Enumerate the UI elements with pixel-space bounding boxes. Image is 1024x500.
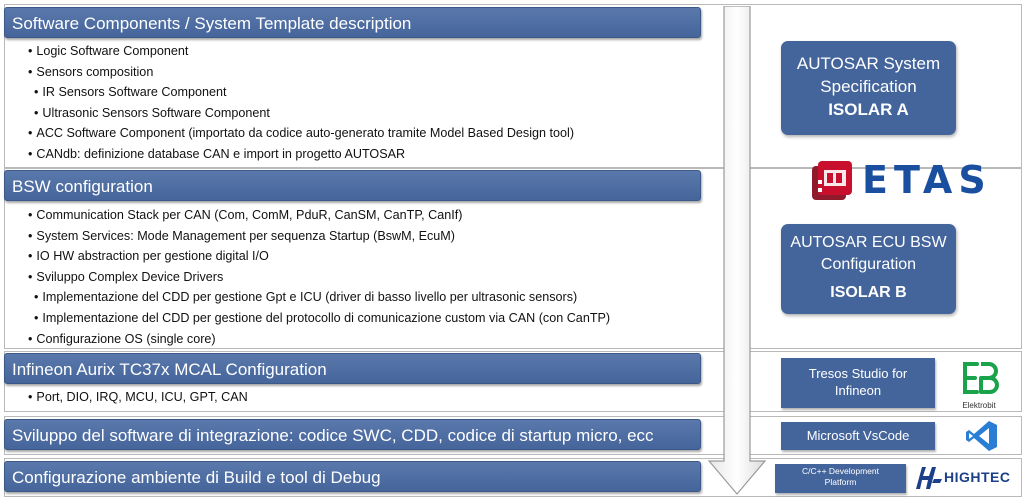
section-integration-title: Sviluppo del software di integrazione: c…	[4, 419, 701, 450]
list-item: CANdb: definizione database CAN e import…	[28, 144, 574, 165]
section-bsw-title: BSW configuration	[4, 170, 701, 201]
isolar-b-name: ISOLAR B	[830, 284, 907, 301]
hightec-line1: C/C++ Development	[801, 466, 879, 476]
hightec-box: C/C++ Development Platform	[775, 464, 906, 493]
tresos-line1: Tresos Studio for	[808, 366, 908, 381]
list-item: Sensors composition	[28, 62, 574, 83]
elektrobit-logo: Elektrobit	[940, 360, 1018, 410]
list-item: IR Sensors Software Component	[28, 82, 574, 103]
list-item: ACC Software Component (importato da cod…	[28, 123, 574, 144]
isolar-a-line1: AUTOSAR System	[796, 54, 941, 73]
section-mcal-title: Infineon Aurix TC37x MCAL Configuration	[4, 353, 701, 384]
list-item: Sviluppo Complex Device Drivers	[28, 267, 610, 288]
isolar-b-line1: AUTOSAR ECU BSW	[790, 234, 947, 251]
hightec-emblem-icon	[916, 467, 942, 489]
section-swc-title: Software Components / System Template de…	[4, 7, 701, 38]
vscode-label: Microsoft VsCode	[806, 428, 910, 443]
etas-wordmark: ETAS	[862, 158, 992, 202]
list-item: Ultrasonic Sensors Software Component	[28, 103, 574, 124]
hightec-logo: HIGHTEC	[914, 464, 1018, 492]
tresos-line2: Infineon	[834, 383, 882, 398]
isolar-b-line2: Configuration	[820, 256, 917, 273]
flow-arrow	[707, 6, 767, 495]
list-item: System Services: Mode Management per seq…	[28, 226, 610, 247]
list-item: Implementazione del CDD per gestione Gpt…	[28, 287, 610, 308]
list-item: Logic Software Component	[28, 41, 574, 62]
list-item: Implementazione del CDD per gestione del…	[28, 308, 610, 329]
list-item: IO HW abstraction per gestione digital I…	[28, 246, 610, 267]
isolar-a-box: AUTOSAR System Specification ISOLAR A	[781, 41, 956, 135]
list-item: Configurazione OS (single core)	[28, 329, 610, 350]
isolar-b-box: AUTOSAR ECU BSW Configuration ISOLAR B	[781, 224, 956, 314]
section-bsw-list: Communication Stack per CAN (Com, ComM, …	[28, 205, 610, 349]
tresos-box: Tresos Studio for Infineon	[781, 358, 935, 408]
vscode-box: Microsoft VsCode	[781, 422, 935, 450]
list-item: Port, DIO, IRQ, MCU, ICU, GPT, CAN	[28, 387, 247, 408]
list-item: Communication Stack per CAN (Com, ComM, …	[28, 205, 610, 226]
elektrobit-eb-icon	[963, 362, 999, 394]
hightec-wordmark: HIGHTEC	[944, 469, 1011, 485]
section-mcal-list: Port, DIO, IRQ, MCU, ICU, GPT, CAN	[28, 387, 247, 408]
etas-emblem-icon	[812, 161, 852, 200]
vscode-icon	[966, 421, 997, 451]
isolar-a-name: ISOLAR A	[828, 100, 909, 119]
hightec-line2: Platform	[824, 477, 857, 487]
etas-logo: ETAS	[810, 158, 986, 204]
elektrobit-wordmark: Elektrobit	[962, 401, 996, 410]
section-build-title: Configurazione ambiente di Build e tool …	[4, 461, 701, 492]
section-swc-list: Logic Software Component Sensors composi…	[28, 41, 574, 165]
isolar-a-line2: Specification	[820, 77, 917, 96]
